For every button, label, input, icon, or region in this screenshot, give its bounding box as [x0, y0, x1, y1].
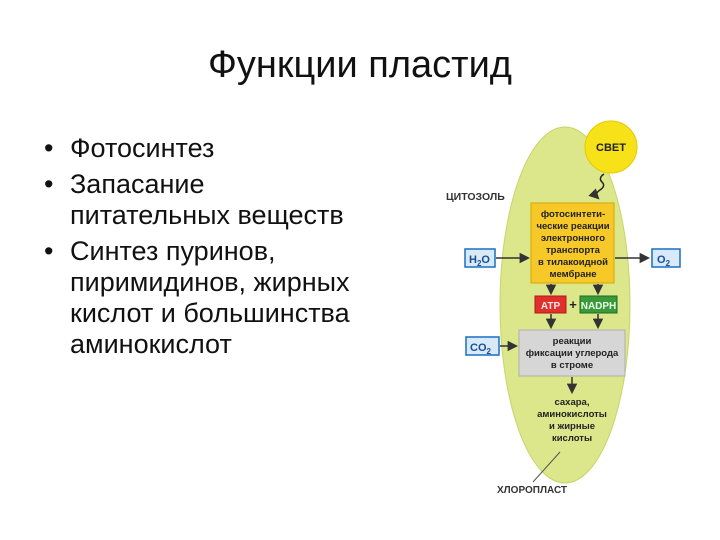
products-line: кислоты — [552, 433, 592, 444]
fixation-line: реакции — [553, 336, 592, 347]
light-label: СВЕТ — [596, 142, 626, 154]
plus-sign: + — [569, 297, 577, 312]
products-line: аминокислоты — [537, 409, 607, 420]
bullet-text: Запасание питательных веществ — [70, 169, 344, 230]
photo-line: ческие реакции — [536, 221, 609, 232]
photo-line: в тилакоидной — [538, 257, 608, 268]
fixation-line: в строме — [551, 360, 593, 371]
nadph-box — [579, 295, 618, 314]
photo-line: фотосинтети- — [541, 209, 605, 220]
products-line: и жирные — [549, 421, 595, 432]
bullet-list: Фотосинтез Запасание питательных веществ… — [44, 133, 414, 365]
bullet-item: Запасание питательных веществ — [44, 169, 414, 231]
atp-label: ATP — [541, 301, 561, 312]
h2o-box — [464, 248, 496, 268]
co2-box — [465, 336, 500, 356]
photo-line: мембране — [549, 269, 596, 280]
photo-reactions-box — [530, 202, 615, 284]
light-wave-arrow — [588, 173, 605, 200]
h2o-label: H2O — [469, 254, 490, 268]
bullet-item: Фотосинтез — [44, 133, 414, 164]
co2-label: CO2 — [470, 342, 492, 356]
slide-title: Функции пластид — [208, 44, 512, 86]
photo-line: транспорта — [546, 245, 601, 256]
chloroplast-label: ХЛОРОПЛАСТ — [497, 485, 567, 496]
bullet-text: Фотосинтез — [70, 133, 215, 163]
carbon-fixation-box — [518, 329, 626, 377]
cytosol-label: ЦИТОЗОЛЬ — [446, 191, 505, 203]
fixation-line: фиксации углерода — [526, 348, 619, 359]
o2-label: O2 — [657, 254, 671, 268]
chloroplast-pointer-line — [532, 451, 561, 483]
o2-box — [651, 248, 681, 268]
photo-line: электронного — [541, 233, 605, 244]
light-sun — [584, 120, 638, 174]
atp-box — [534, 295, 567, 314]
products-line: сахара, — [555, 397, 590, 408]
nadph-label: NADPH — [581, 301, 617, 312]
bullet-text: Синтез пуринов, пиримидинов, жирных кисл… — [70, 236, 350, 359]
bullet-item: Синтез пуринов, пиримидинов, жирных кисл… — [44, 236, 414, 360]
